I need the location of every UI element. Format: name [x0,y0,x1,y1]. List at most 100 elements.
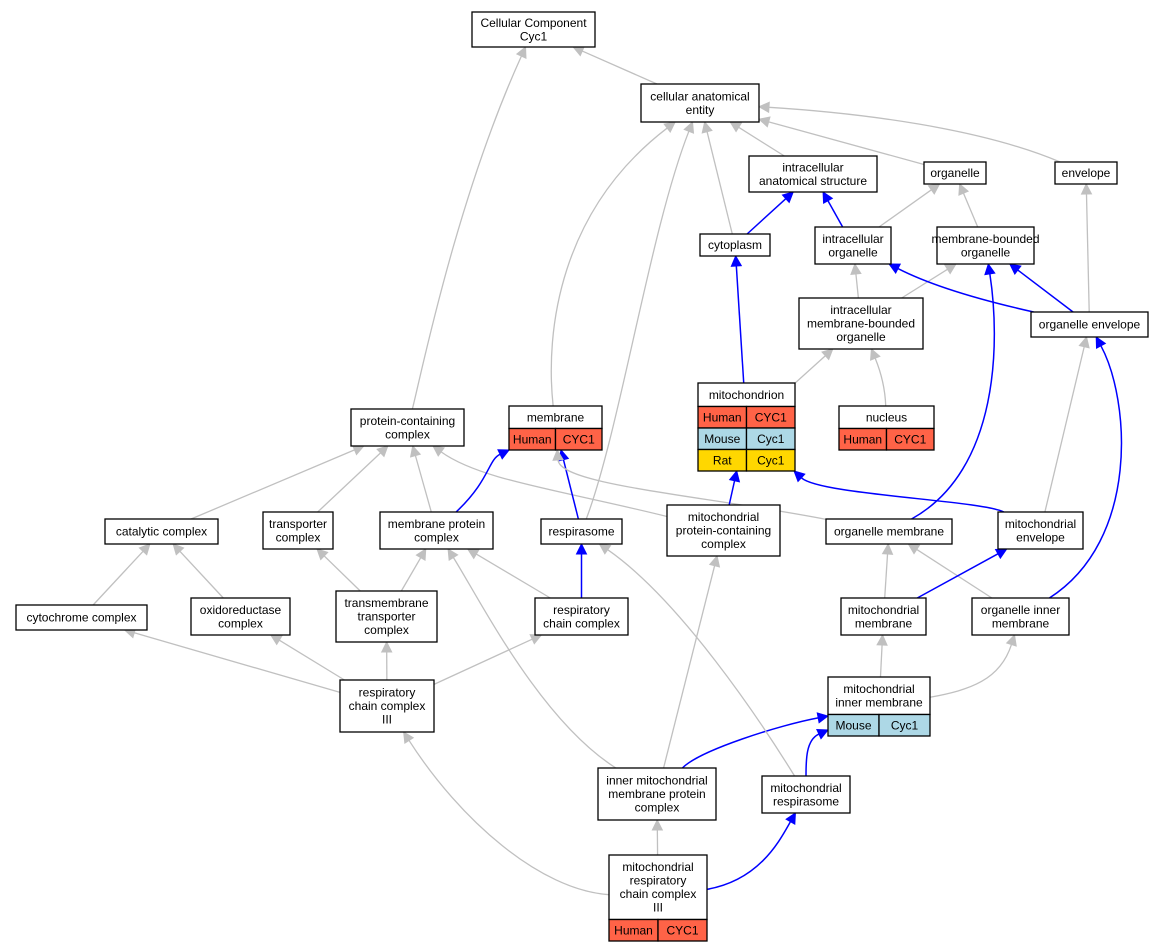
edge-oim-to-oe [1048,345,1123,599]
node-box [936,226,1035,265]
edge-imbo-to-mbo [901,268,948,299]
node-label-line: organelle membrane [834,525,944,539]
node-label-line: complex [414,530,459,544]
node-label-line: inner mitochondrial [606,774,707,788]
node-cat[interactable]: catalytic complex [104,518,219,545]
gene-label: Cyc1 [757,453,785,467]
arrowhead-oe-to-io [888,263,902,274]
arrowhead-mpcc-to-mito [728,469,741,483]
node-label-line: membrane [855,616,913,630]
node-oe[interactable]: organelle envelope [1030,311,1149,338]
edge-menv-to-mito [800,477,1005,513]
arrowhead-tmtc-to-mpc [415,548,427,561]
edge-resp-to-cae [585,131,690,520]
edge-cat-to-pcc [190,449,355,520]
node-box [640,83,760,123]
node-label-line: membrane protein [388,517,485,531]
node-cyto[interactable]: cytoplasm [699,233,771,257]
edge-cyto-to-cae [706,131,733,235]
edge-impc-to-mpcc [662,565,716,769]
node-om[interactable]: organelle membrane [825,518,953,545]
edge-oe-to-io [897,267,1034,313]
gene-label: Cyc1 [891,718,919,732]
edge-io-to-org [878,189,932,228]
edge-trans-to-pcc [317,452,381,513]
species-label: Rat [713,453,732,467]
arrowhead-mim-to-mmem [876,633,888,646]
node-label-line: cytoplasm [708,238,762,252]
node-box [350,408,465,447]
arrowhead-mmem-to-om [881,542,894,555]
arrowhead-mpc-to-pcc [409,444,422,458]
node-box [814,226,892,265]
edge-impc-to-mpc [452,557,617,769]
node-box [840,597,927,636]
node-box [1054,161,1118,185]
edge-oxr-to-cat [179,550,224,599]
node-label-line: mitochondrial [843,682,914,696]
node-label-line: organelle [836,330,886,344]
node-org[interactable]: organelle [923,161,987,185]
arrowhead-oe-to-env [1080,182,1093,195]
arrowhead-rcc3-to-rcc [529,634,543,645]
arrowhead-cyto-to-ias [781,191,795,204]
edge-rcc-to-mpc [475,553,551,599]
node-box [597,767,717,821]
node-label-line: III [653,901,663,915]
arrowhead-rcc3-to-oxr [269,634,283,646]
node-resp[interactable]: respirasome [540,518,623,545]
edge-cytc-to-cat [92,550,144,606]
node-label-line: complex [218,616,263,630]
node-label-line: III [382,713,392,727]
node-cytc[interactable]: cytochrome complex [15,604,148,631]
node-env[interactable]: envelope [1054,161,1118,185]
node-label-line: membrane [527,410,585,424]
arrowhead-oim-to-oe [1095,336,1107,349]
species-label: Mouse [704,432,740,446]
node-box [104,518,219,545]
arrowhead-rcc3-to-tmtc [380,640,393,653]
node-label-line: chain complex [543,616,620,630]
edge-pcc-to-root [411,55,522,410]
node-box [15,604,148,631]
gene-label: Cyc1 [757,432,785,446]
node-box [997,511,1084,550]
arrowhead-org-to-cae [757,116,771,128]
node-label-line: complex [385,427,430,441]
arrowhead-imbo-to-mbo [943,263,957,275]
edge-nuc-to-imbo [874,358,887,407]
arrowhead-impc-to-mpcc [708,554,721,568]
arrowhead-mpcc-to-pcc [432,445,445,457]
node-label-line: mitochondrial [622,860,693,874]
gene-cell [878,713,931,737]
node-label-line: intracellular [830,303,891,317]
node-box [699,233,771,257]
node-box [761,775,851,814]
arrowhead-cytc-to-cat [138,543,151,556]
edge-mrcc3-to-rcc3 [408,740,610,896]
